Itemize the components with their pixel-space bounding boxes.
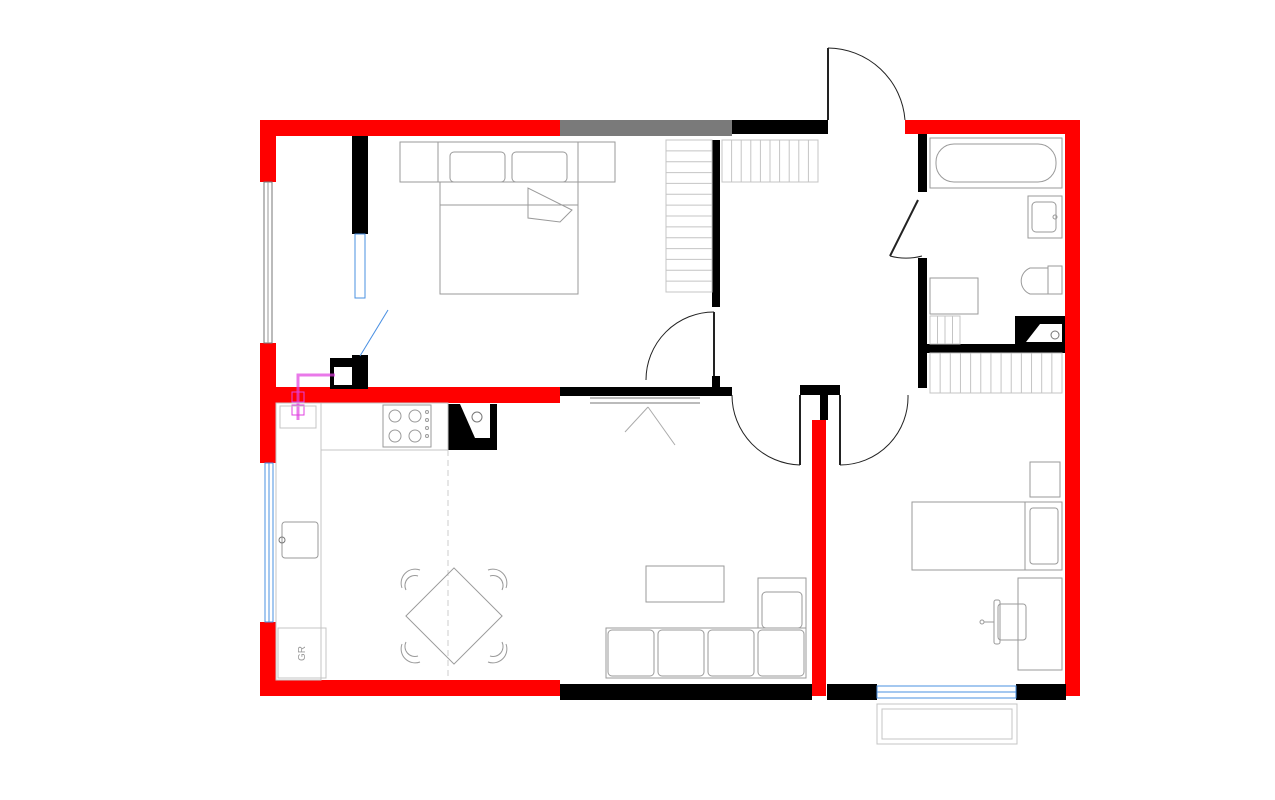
shaft-bath-pipe [1050, 330, 1060, 340]
window-closet [354, 233, 366, 299]
bathroom-door-swing [889, 255, 923, 259]
wall-west-upper [260, 120, 276, 182]
pillow-left [449, 151, 506, 183]
wall-hall-south-right [800, 385, 840, 395]
doors [359, 47, 923, 466]
stair-outline [929, 352, 1063, 394]
nightstand [1029, 461, 1061, 498]
wall-south-living-black [560, 684, 812, 700]
bedroom2-furniture [911, 461, 1063, 671]
kitchen-counter-top [320, 402, 449, 451]
wall-stair-side-stub [712, 376, 720, 388]
corner-cabinet [279, 405, 317, 429]
windows [263, 181, 1017, 699]
stair-upper-right [721, 139, 819, 183]
kitchen: GR [275, 402, 449, 681]
sofa-chaise [757, 577, 807, 629]
dining-chair-3 [487, 643, 508, 664]
stair-bath-small [929, 315, 961, 345]
dining-set [400, 567, 508, 665]
wall-south-living [260, 680, 560, 696]
wall-north-bath [905, 120, 1080, 134]
bed-frame [439, 181, 579, 295]
bedroom2-door-swing [839, 394, 909, 466]
desk-chair [979, 599, 1027, 645]
living-furniture [605, 565, 807, 679]
pillow-right [511, 151, 568, 183]
bathroom-fixtures [929, 137, 1063, 315]
stair-upper-left [665, 139, 713, 293]
wall-south-bedroom2-left [827, 684, 877, 700]
single-bed [911, 501, 1063, 571]
shaft-kitchen-opening [460, 404, 490, 438]
washer [277, 627, 327, 679]
shaft-bedroom-opening [334, 367, 352, 385]
wall-hall-south [560, 387, 732, 396]
sink-faucet [278, 536, 286, 544]
dining-chair-2 [487, 568, 508, 589]
kitchen-counter-left [275, 402, 322, 681]
toilet [1020, 265, 1063, 295]
shaft-kitchen-pipe [471, 411, 483, 423]
sliding-door [590, 397, 700, 446]
bathroom-door-leaf [889, 199, 919, 257]
dining-chair-1 [400, 568, 421, 589]
wall-hall-post [820, 395, 828, 420]
wall-south-bedroom2-right [1016, 684, 1066, 700]
bath-cabinet [929, 277, 979, 315]
wall-bath-west-upper [918, 134, 927, 192]
wall-east [1065, 120, 1080, 696]
stove [382, 404, 432, 448]
kitchen-sink [281, 521, 319, 559]
wall-north-bedroom [260, 120, 560, 136]
wall-living-bedroom2 [812, 420, 826, 696]
desk [1017, 577, 1063, 671]
sofa-base [605, 627, 807, 679]
wall-west-lower [260, 622, 276, 696]
shaft-bath-opening [1026, 324, 1062, 342]
washer-label: GR [297, 646, 308, 661]
headboard [399, 141, 616, 183]
wall-bedroom-kitchen-divider [276, 387, 560, 403]
heating-pipes [291, 373, 335, 420]
balcony-step [876, 703, 1018, 745]
wall-north-stair [732, 120, 828, 134]
wall-bath-south [927, 344, 1065, 353]
exterior-walls [260, 120, 1080, 696]
stair-door-swing [645, 311, 715, 381]
wall-partial-north [560, 120, 732, 136]
double-bed [399, 141, 616, 295]
coffee-table [645, 565, 725, 603]
interior-walls [330, 120, 1066, 700]
stair-bath [929, 352, 1063, 394]
closet-door-leaf [359, 309, 389, 357]
washbasin [1027, 195, 1063, 239]
bathtub [929, 137, 1063, 189]
living-door-swing [731, 394, 801, 466]
single-bed-pillow [1029, 507, 1059, 565]
dining-chair-4 [400, 643, 421, 664]
wall-closet-upper [352, 136, 368, 234]
wall-bath-west-lower [918, 258, 927, 388]
entrance-door-swing [827, 47, 906, 121]
wall-west-middle [260, 343, 276, 463]
dining-table [405, 567, 503, 665]
wall-stair-side [712, 140, 720, 307]
